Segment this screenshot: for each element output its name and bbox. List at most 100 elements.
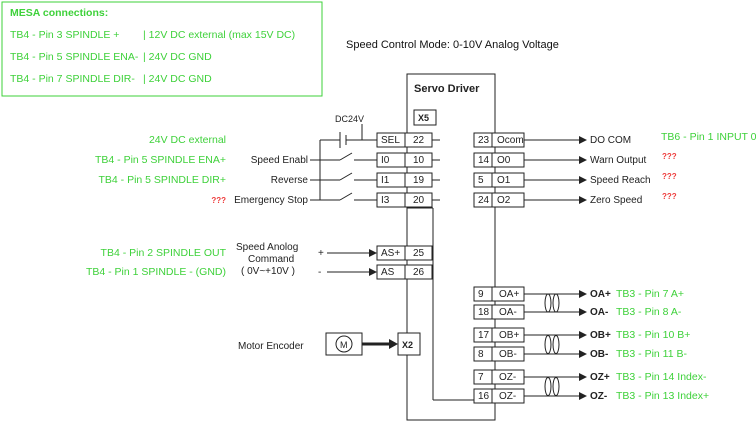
mesa-title: MESA connections: [10,7,108,19]
arrow-icon [579,290,587,298]
arrow-icon [579,392,587,400]
terminal-signal: Ocom [497,135,524,146]
analog-label-2: Command [248,254,294,265]
terminal-pin: 9 [478,289,484,300]
dc24v-battery [319,124,377,200]
left-input-ext-label: 24V DC external [149,134,226,146]
terminal-pin: 20 [413,195,425,206]
mesa-line-3: TB4 - Pin 7 SPINDLE DIR- [10,73,135,85]
output-name: Warn Output [590,155,647,166]
mesa-connections-box: MESA connections: TB4 - Pin 3 SPINDLE + … [1,1,323,97]
left-input-ext-label: TB4 - Pin 5 SPINDLE DIR+ [98,174,226,186]
ground-bus [407,207,474,401]
servo-driver-title: Servo Driver [414,83,480,95]
terminal-signal: AS+ [381,248,400,259]
arrow-icon [579,196,587,204]
motor-encoder-group: Motor Encoder M X2 [238,332,421,356]
terminal-signal: O1 [497,175,511,186]
output-ext-label: TB6 - Pin 1 INPUT 0 [661,131,756,143]
output-name: OB+ [590,330,611,341]
twisted-pair-icon [552,377,560,396]
terminal-pin: 5 [478,175,484,186]
x5-label: X5 [418,113,429,123]
left-input-name: Speed Enabl [251,155,308,166]
output-name: OA- [590,307,608,318]
analog-ext-label: TB4 - Pin 2 SPINDLE OUT [101,247,227,259]
analog-ext-label: TB4 - Pin 1 SPINDLE - (GND) [86,266,226,278]
output-name: OB- [590,349,608,360]
terminal-pin: 26 [413,267,425,278]
output-ext-label: TB3 - Pin 10 B+ [616,329,690,341]
terminal-signal: OZ- [499,372,516,383]
analog-minus: - [318,267,321,278]
dc24v-label: DC24V [335,114,364,124]
terminal-signal: AS [381,267,395,278]
terminal-pin: 17 [478,330,490,341]
terminal-pin: 23 [478,135,490,146]
terminal-signal: OB+ [499,330,519,341]
output-name: Speed Reach [590,175,651,186]
left-input-name: Reverse [271,175,309,186]
arrow-icon [579,373,587,381]
terminal-pin: 24 [478,195,490,206]
terminal-pin: 10 [413,155,425,166]
mesa-line-1: TB4 - Pin 3 SPINDLE + [10,29,119,41]
terminal-pin: 14 [478,155,490,166]
output-ext-label: TB3 - Pin 11 B- [616,348,688,360]
left-input-ext-label: ??? [211,196,226,205]
twisted-pair-icon [544,293,552,313]
encoder-icon [335,335,353,353]
output-name: DO COM [590,135,631,146]
output-name: OA+ [590,289,611,300]
terminal-pin: 18 [478,307,490,318]
terminal-signal: OB- [499,349,517,360]
output-name: Zero Speed [590,195,642,206]
mesa-line-2-note: | 24V DC GND [143,51,212,63]
encoder-symbol: M [340,340,348,350]
mode-title: Speed Control Mode: 0-10V Analog Voltage [346,39,559,51]
analog-label-3: ( 0V~+10V ) [241,266,295,277]
arrow-icon [369,268,377,276]
terminal-signal: OZ- [499,391,516,402]
x2-connector [397,332,421,356]
x2-label: X2 [402,340,413,350]
twisted-pair-icon [544,335,552,354]
mesa-line-2: TB4 - Pin 5 SPINDLE ENA- [10,51,139,63]
output-ext-label: ??? [662,152,677,161]
terminal-signal: I1 [381,175,390,186]
x5-connector [413,109,437,126]
terminal-pin: 22 [413,135,425,146]
terminal-pin: 25 [413,248,425,259]
terminal-signal: O2 [497,195,511,206]
mesa-line-3-note: | 24V DC GND [143,73,212,85]
terminal-pin: 8 [478,349,484,360]
terminal-signal: I3 [381,195,390,206]
terminal-signal: OA+ [499,289,519,300]
arrow-icon [579,156,587,164]
output-name: OZ+ [590,372,610,383]
left-input-name: Emergency Stop [234,195,308,206]
output-name: OZ- [590,391,607,402]
encoder-arrow-icon [389,339,398,349]
arrow-icon [579,350,587,358]
arrow-icon [579,331,587,339]
output-ext-label: TB3 - Pin 14 Index- [616,371,707,383]
terminal-signal: OA- [499,307,517,318]
terminal-signal: SEL [381,135,400,146]
output-ext-label: ??? [662,192,677,201]
twisted-pair-icon [544,377,552,396]
analog-input-group: Speed Anolog Command ( 0V~+10V ) + - TB4… [86,242,433,280]
terminal-pin: 19 [413,175,425,186]
output-ext-label: TB3 - Pin 13 Index+ [616,390,709,402]
arrow-icon [369,249,377,257]
twisted-pair-icon [552,293,560,313]
analog-plus: + [318,248,324,259]
output-ext-label: ??? [662,172,677,181]
terminal-pin: 16 [478,391,490,402]
arrow-icon [579,308,587,316]
left-input-ext-label: TB4 - Pin 5 SPINDLE ENA+ [95,154,226,166]
